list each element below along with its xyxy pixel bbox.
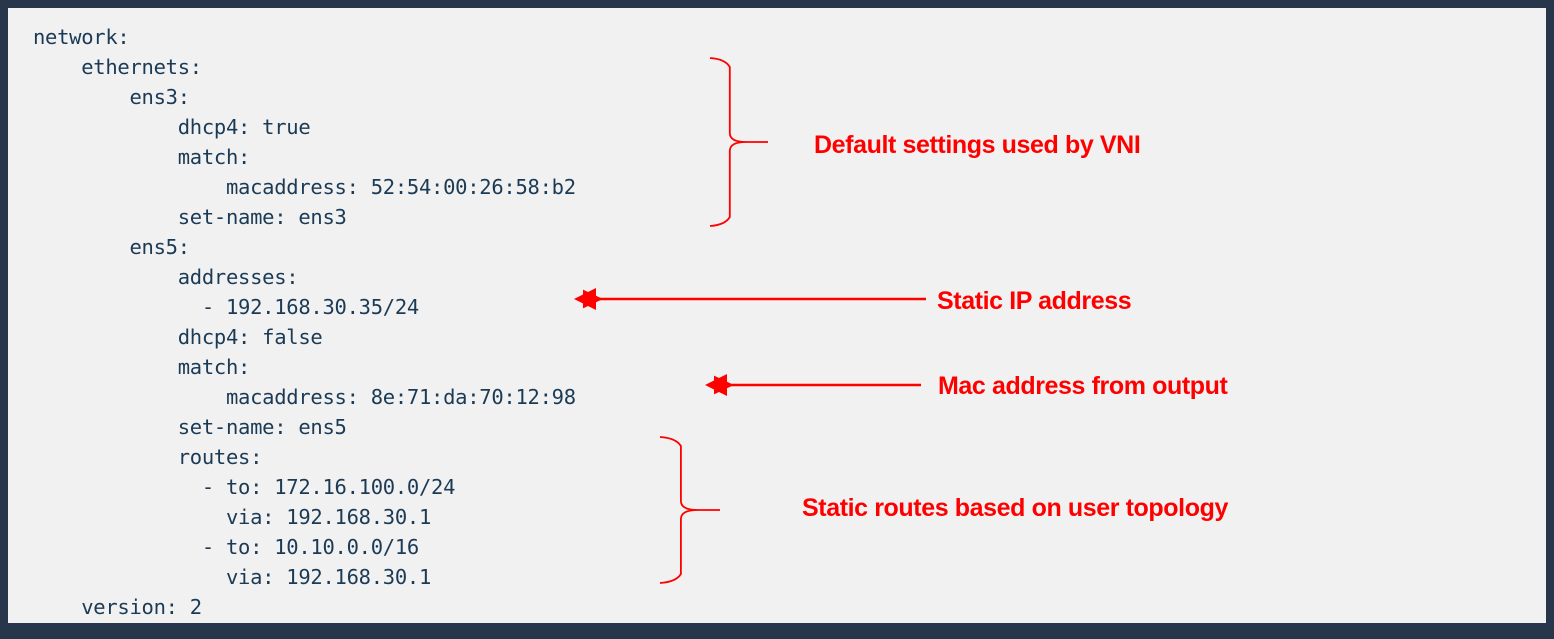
code-line: version: 2	[33, 595, 202, 619]
annotation-label-static-routes: Static routes based on user topology	[802, 494, 1228, 522]
code-line: - 192.168.30.35/24	[33, 295, 419, 319]
code-line: set-name: ens3	[33, 205, 347, 229]
annotation-label-default-settings: Default settings used by VNI	[814, 131, 1141, 159]
code-line: ens5:	[33, 235, 190, 259]
code-line: match:	[33, 355, 251, 379]
code-line: dhcp4: true	[33, 115, 311, 139]
code-line: - to: 10.10.0.0/16	[33, 535, 419, 559]
annotation-label-static-ip: Static IP address	[937, 287, 1132, 315]
yaml-code-block: network: ethernets: ens3: dhcp4: true ma…	[33, 22, 576, 622]
code-line: macaddress: 8e:71:da:70:12:98	[33, 385, 576, 409]
code-line: via: 192.168.30.1	[33, 565, 432, 589]
code-line: - to: 172.16.100.0/24	[33, 475, 456, 499]
code-line: match:	[33, 145, 251, 169]
annotation-label-mac-address: Mac address from output	[938, 372, 1228, 400]
code-line: macaddress: 52:54:00:26:58:b2	[33, 175, 576, 199]
code-line: dhcp4: false	[33, 325, 323, 349]
code-line: ethernets:	[33, 55, 202, 79]
code-line: routes:	[33, 445, 263, 469]
code-panel: network: ethernets: ens3: dhcp4: true ma…	[8, 8, 1546, 623]
code-line: set-name: ens5	[33, 415, 347, 439]
code-line: ens3:	[33, 85, 190, 109]
code-line: addresses:	[33, 265, 299, 289]
code-line: network:	[33, 25, 130, 49]
code-line: via: 192.168.30.1	[33, 505, 432, 529]
